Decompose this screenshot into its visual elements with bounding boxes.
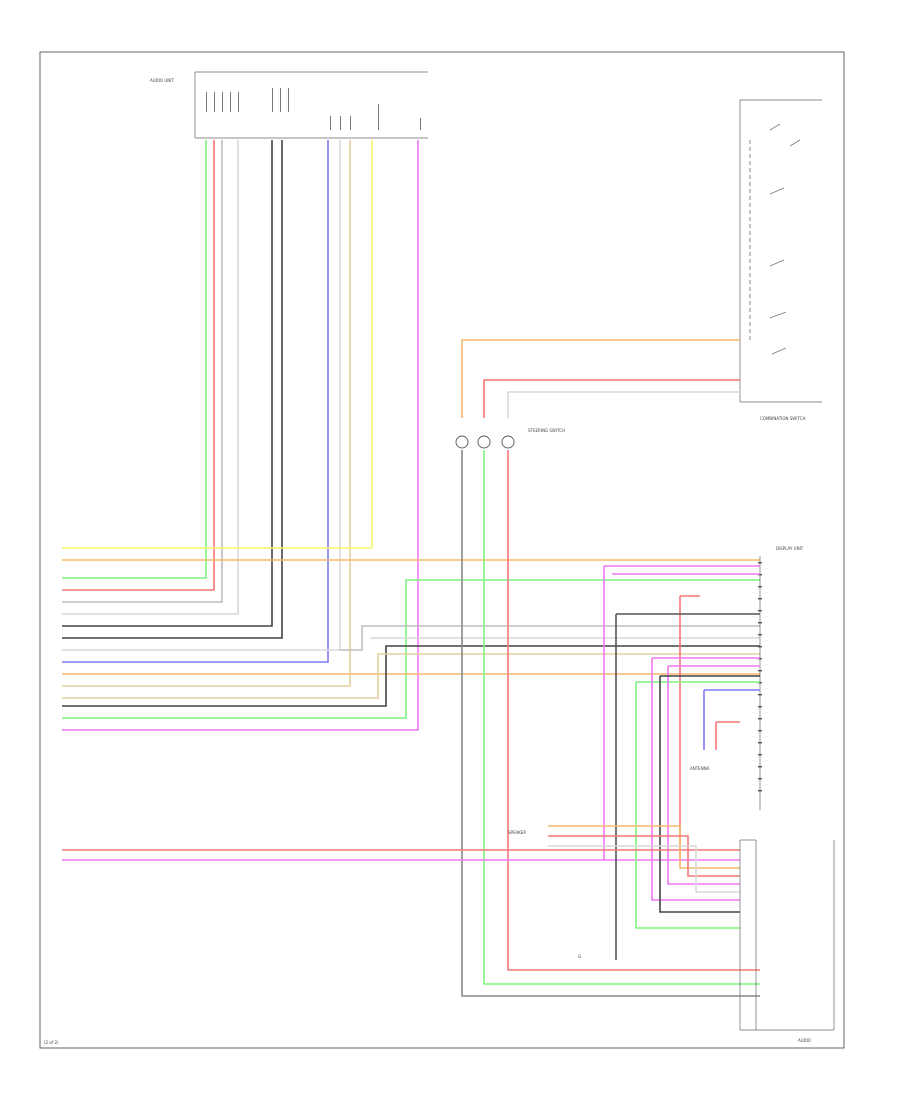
footer-left: (2 of 2) <box>44 1040 59 1045</box>
wire-pink-d3 <box>651 657 760 901</box>
wire-red-1 <box>62 140 215 591</box>
wire-gray-1 <box>62 140 223 603</box>
diagram-frame <box>39 51 845 1049</box>
audio-unit <box>739 839 835 1031</box>
lower-wires <box>62 825 740 893</box>
wire-dark-d1 <box>615 613 760 960</box>
wire-red-low2 <box>548 835 740 877</box>
display-unit-wires <box>603 566 760 960</box>
wire-red-top <box>483 379 740 418</box>
top-vertical-wires <box>62 140 419 731</box>
steering-switch: STEERING SWITCH <box>455 428 565 449</box>
wire-orange-top <box>461 339 740 418</box>
speaker-label: SPEAKER <box>508 830 526 835</box>
wire-red-d2 <box>715 721 740 750</box>
wire-tan-1 <box>62 140 351 687</box>
wire-blue-d <box>703 689 760 750</box>
wire-tan-h <box>62 653 760 699</box>
wire-pink-1 <box>62 140 419 731</box>
combination-switch: COMBINATION SWITCH <box>739 99 822 421</box>
wire-dark-d2 <box>659 675 760 913</box>
display-unit-label: DISPLAY UNIT <box>776 546 804 551</box>
top-connector-label: AUDIO UNIT <box>150 78 174 83</box>
wire-red-down <box>507 450 760 971</box>
wire-blue-1 <box>62 140 329 663</box>
wire-dark-h <box>62 645 760 707</box>
wire-orange-low <box>548 825 740 869</box>
wire-lgray-v <box>62 140 341 651</box>
top-connector: AUDIO UNIT <box>150 71 428 139</box>
wire-green-down <box>483 450 760 985</box>
wire-pink-d1 <box>603 566 740 861</box>
wire-pink-d4 <box>667 665 760 885</box>
wire-green-1 <box>62 140 207 579</box>
wire-green-d1 <box>635 681 760 929</box>
wire-red-d1 <box>679 595 700 860</box>
display-unit: DISPLAY UNIT <box>758 546 804 810</box>
wire-green-h <box>62 579 760 719</box>
ground-label: G <box>578 954 581 959</box>
horizontal-wires <box>62 547 760 719</box>
wire-gray-low <box>548 845 740 893</box>
wire-dark-2 <box>62 140 283 639</box>
steering-switch-label: STEERING SWITCH <box>528 428 565 433</box>
combination-switch-label: COMBINATION SWITCH <box>760 416 805 421</box>
wire-gray-top <box>507 391 740 418</box>
wire-gray-h <box>340 625 760 651</box>
footer-right: AUDIO <box>798 1038 811 1043</box>
wire-gray-2 <box>62 140 239 615</box>
antenna-label: ANTENNA <box>690 766 710 771</box>
wire-dark-1 <box>62 140 273 627</box>
wire-gray-down <box>461 450 760 997</box>
